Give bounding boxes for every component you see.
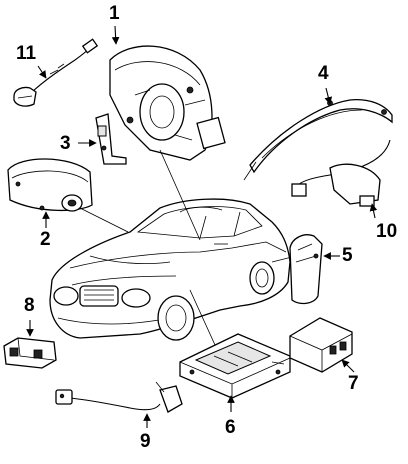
callout-3: 3	[60, 133, 71, 154]
callout-7: 7	[348, 373, 359, 394]
callout-10: 10	[376, 221, 398, 242]
callout-11: 11	[16, 43, 37, 64]
curtain-airbag-part	[243, 99, 393, 181]
passenger-airbag-part	[7, 158, 93, 212]
control-module-part	[179, 333, 291, 399]
relay-module-part	[289, 317, 353, 373]
callout-9: 9	[140, 431, 151, 452]
callout-8: 8	[24, 295, 35, 316]
callout-2: 2	[40, 229, 51, 250]
bracket-part	[95, 113, 127, 165]
callout-1: 1	[109, 3, 120, 24]
side-airbag-part	[289, 234, 323, 305]
callout-6: 6	[225, 417, 236, 438]
driver-airbag-part	[109, 45, 226, 161]
harness-part	[291, 139, 391, 207]
callout-4: 4	[318, 63, 329, 84]
sensor-lead-part	[13, 38, 99, 107]
callout-5: 5	[342, 245, 353, 266]
crash-sensor-part	[3, 337, 57, 369]
sensor-cable-part	[55, 381, 183, 413]
vehicle-outline	[49, 198, 291, 341]
